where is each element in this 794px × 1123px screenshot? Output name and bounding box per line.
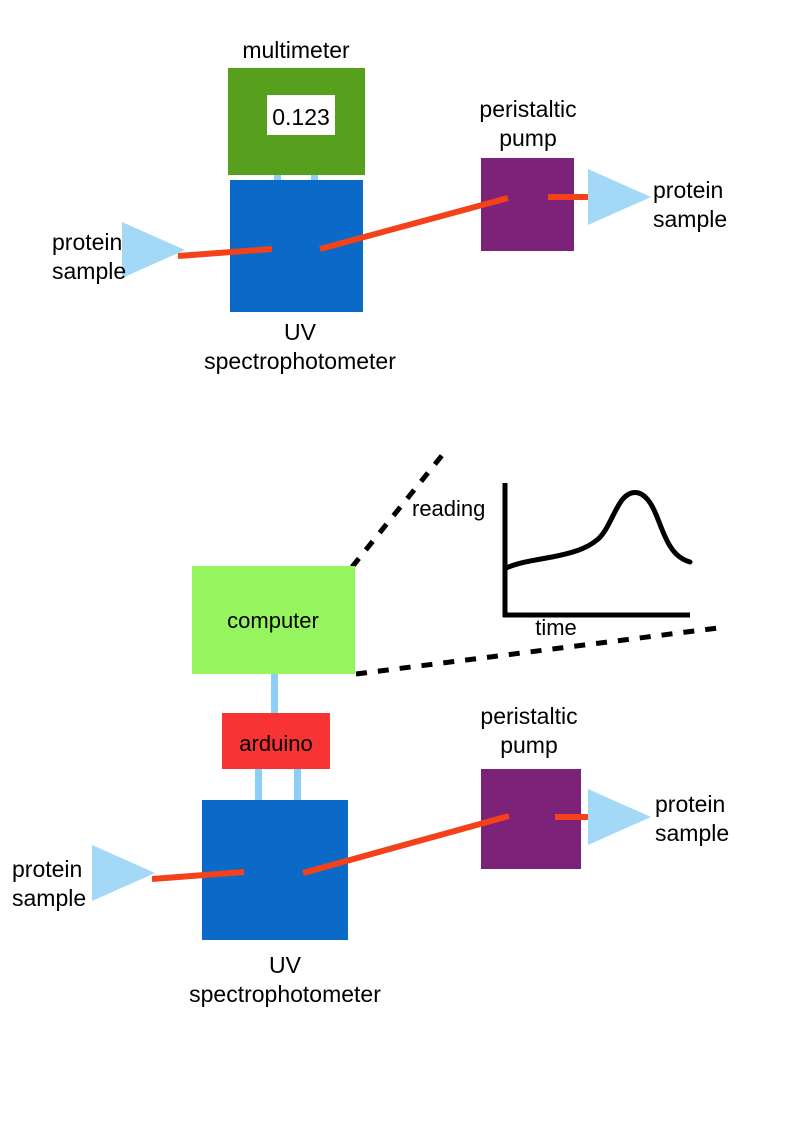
wire-arduino-left xyxy=(255,765,262,815)
uv-spectrophotometer-label-line1: UV xyxy=(284,319,317,345)
tubing-spectrophotometer-to-pump xyxy=(319,195,509,252)
inlet-label-line2: sample xyxy=(52,258,126,284)
panel-bottom-automated-setup: reading time computer arduino UV spectro… xyxy=(12,446,729,1007)
multimeter-display xyxy=(267,95,335,135)
multimeter-display-value: 0.123 xyxy=(272,104,330,130)
panel-top-manual-setup: multimeter 0.123 UV spectrophotometer pe… xyxy=(52,37,727,374)
peristaltic-pump-label-line2: pump xyxy=(499,125,557,151)
arduino-wires xyxy=(255,765,301,815)
outlet-label-line1-bottom: protein xyxy=(655,791,725,817)
peristaltic-pump-body[interactable] xyxy=(481,158,574,251)
tubing-inlet-to-spectrophotometer-bottom xyxy=(151,869,245,882)
arduino-label: arduino xyxy=(239,731,312,756)
wire-arduino-right xyxy=(294,765,301,815)
outlet-label-line2: sample xyxy=(653,206,727,232)
outlet-label-line2-bottom: sample xyxy=(655,820,729,846)
chart-ylabel: reading xyxy=(412,496,485,521)
uv-spectrophotometer-label-line1-bottom: UV xyxy=(269,952,302,978)
peristaltic-pump-label-line1-bottom: peristaltic xyxy=(480,703,577,729)
outlet-label-line1: protein xyxy=(653,177,723,203)
inlet-label-line1-bottom: protein xyxy=(12,856,82,882)
chart-data-curve xyxy=(503,490,693,571)
uv-spectrophotometer-label-line2-bottom: spectrophotometer xyxy=(189,981,381,1007)
inlet-label-line2-bottom: sample xyxy=(12,885,86,911)
arduino-body[interactable] xyxy=(222,713,330,769)
computer-body[interactable] xyxy=(192,566,355,674)
uv-spectrophotometer-body-bottom[interactable] xyxy=(202,800,348,940)
peristaltic-pump-label-line2-bottom: pump xyxy=(500,732,558,758)
tubing-inlet-to-spectrophotometer xyxy=(177,246,273,259)
chart-xlabel: time xyxy=(535,615,577,640)
tubing-spectrophotometer-to-pump-bottom xyxy=(302,813,510,876)
inlet-label-line1: protein xyxy=(52,229,122,255)
peristaltic-pump-label-line1: peristaltic xyxy=(479,96,576,122)
callout-line-lower xyxy=(355,625,719,677)
computer-label: computer xyxy=(227,608,319,633)
multimeter-label: multimeter xyxy=(242,37,350,63)
uv-spectrophotometer-label-line2: spectrophotometer xyxy=(204,348,396,374)
reading-vs-time-chart: reading time xyxy=(412,483,693,640)
uv-spectrophotometer-body[interactable] xyxy=(230,180,363,312)
wire-computer-to-arduino xyxy=(271,665,278,720)
callout-line-upper xyxy=(350,446,450,569)
